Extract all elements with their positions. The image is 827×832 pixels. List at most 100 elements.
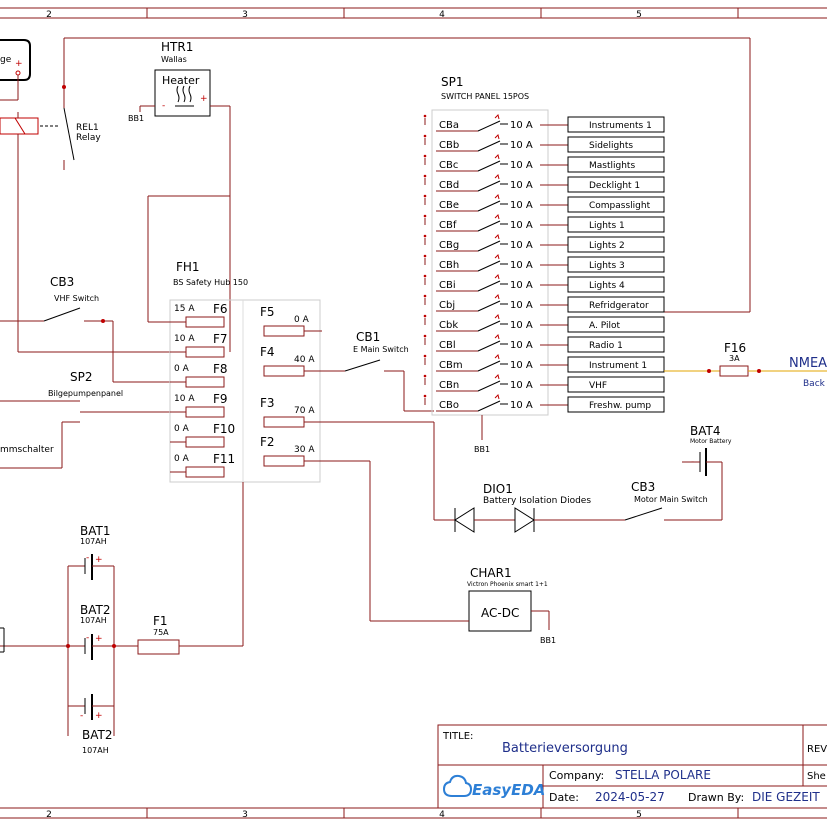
breaker-amp: 10 A (510, 120, 533, 131)
breaker-label: CBn (439, 380, 459, 391)
breaker-switch (477, 340, 501, 352)
fuse-name-label: F8 (213, 362, 228, 376)
switch-cb1: CB1 E Main Switch (305, 330, 434, 412)
bat2-bottom-value: 107AH (82, 746, 109, 755)
load-label: Lights 4 (589, 281, 625, 291)
load-label: Lights 3 (589, 261, 625, 271)
svg-text:+: + (95, 634, 103, 644)
dio1-value: Battery Isolation Diodes (483, 496, 591, 506)
load-label: Sidelights (589, 141, 633, 151)
load-box (567, 356, 665, 373)
load-label: Instrument 1 (589, 361, 647, 371)
breaker-switch (477, 200, 501, 212)
nmea-connector: NMEA Back (789, 356, 827, 389)
load-box (567, 156, 665, 173)
sheet-label: She (807, 771, 826, 782)
bat4-ref: BAT4 (690, 424, 720, 438)
breaker-amp: 10 A (510, 340, 533, 351)
breaker-amp: 10 A (510, 360, 533, 371)
breaker-label: Cbk (439, 320, 458, 331)
f16-value: 3A (729, 354, 740, 363)
company-value: STELLA POLARE (615, 768, 711, 782)
fh1-value: BS Safety Hub 150 (173, 278, 248, 287)
fuse-amp-label: 30 A (294, 445, 315, 455)
load-label: Freshw. pump (589, 401, 651, 411)
sp1-net: BB1 (474, 445, 490, 454)
fuse-amp-label: 15 A (174, 304, 195, 314)
breaker-amp: 10 A (510, 220, 533, 231)
load-label: Refridgerator (589, 301, 649, 311)
htr1-body: Heater (162, 74, 200, 87)
load-box (567, 296, 665, 313)
svg-text:+: + (200, 94, 208, 104)
sp1-value: SWITCH PANEL 15POS (441, 92, 529, 101)
fuse-amp-label: 0 A (174, 424, 190, 434)
partial-left-label: mmschalter (0, 445, 54, 455)
breaker-label: CBg (439, 240, 459, 251)
char1-net: BB1 (540, 636, 556, 645)
breaker-switch (477, 220, 501, 232)
switch-cb3-vhf: CB3 VHF Switch (0, 275, 170, 383)
breaker-amp: 10 A (510, 320, 533, 331)
fuse-body (185, 466, 225, 478)
bat1-ref: BAT1 (80, 524, 110, 538)
battery-bank: BAT1 107AH - + BAT2 107AH - + - + BAT2 1… (0, 524, 138, 755)
load-box (567, 396, 665, 413)
breaker-amp: 10 A (510, 380, 533, 391)
char1-ref: CHAR1 (470, 566, 512, 580)
breaker-label: CBd (439, 180, 459, 191)
load-box (567, 236, 665, 253)
breaker-switch (477, 180, 501, 192)
breaker-label: CBh (439, 260, 459, 271)
load-label: Instruments 1 (589, 121, 652, 131)
fuse-amp-label: 40 A (294, 355, 315, 365)
fuse-body (263, 455, 305, 467)
fuse-name-label: F6 (213, 302, 228, 316)
fh1-fuse-f6: 15 A F6 (170, 302, 228, 328)
easyeda-logo: EasyEDA (442, 774, 545, 799)
fuse-body (185, 346, 225, 358)
svg-text:-: - (80, 711, 83, 721)
load-label: Decklight 1 (589, 181, 640, 191)
fuse-body (263, 365, 305, 377)
breaker-label: Cbj (439, 300, 455, 311)
drawing-title: Batterieversorgung (502, 741, 628, 756)
breaker-label: CBb (439, 140, 459, 151)
heat-icon (176, 85, 192, 103)
breaker-label: CBl (439, 340, 456, 351)
sp2-ref: SP2 (70, 370, 93, 384)
breaker-label: CBc (439, 160, 458, 171)
fuse-body (185, 436, 225, 448)
drawn-by-value: DIE GEZEIT (752, 790, 820, 804)
breaker-switch (477, 300, 501, 312)
fuse-amp-label: 10 A (174, 334, 195, 344)
fuse-name-label: F5 (260, 305, 275, 319)
breaker-amp: 10 A (510, 280, 533, 291)
fuse-body (263, 416, 305, 428)
diode-dio1: DIO1 Battery Isolation Diodes (454, 482, 625, 533)
cb3-vhf-ref: CB3 (50, 275, 74, 289)
zone-top-5: 5 (636, 10, 642, 20)
breaker-label: CBm (439, 360, 463, 371)
svg-text:+: + (95, 711, 103, 721)
sheet-border: 2 3 4 5 2 3 4 5 (0, 7, 827, 820)
bat2-bottom-ref: BAT2 (82, 728, 112, 742)
fuse-amp-label: 70 A (294, 406, 315, 416)
breaker-label: CBi (439, 280, 456, 291)
load-box (567, 336, 665, 353)
load-box (567, 316, 665, 333)
breaker-switch (477, 280, 501, 292)
load-box (567, 116, 665, 133)
date-value: 2024-05-27 (595, 790, 665, 804)
breaker-switch (477, 360, 501, 372)
